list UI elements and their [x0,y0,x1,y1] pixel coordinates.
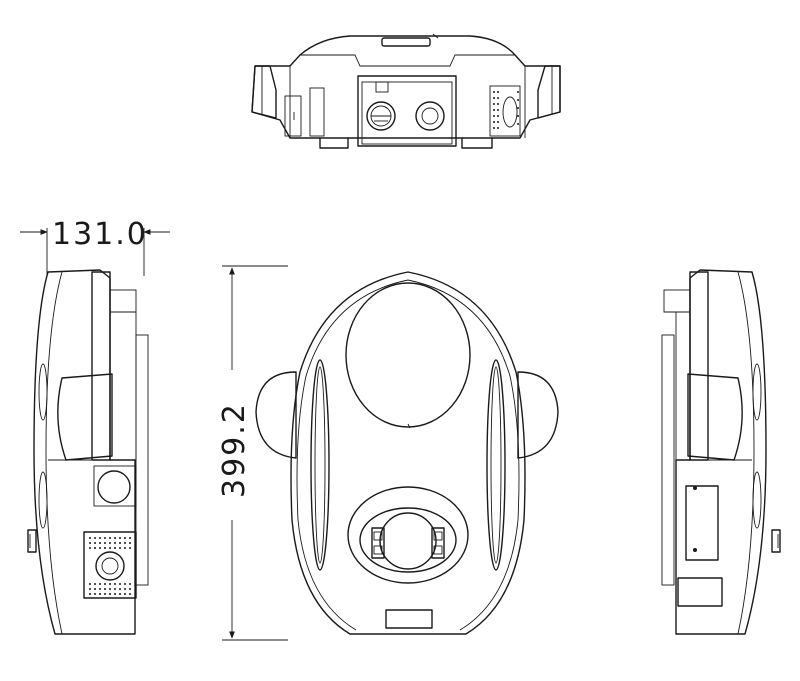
depth-dimension-label: 131.0 [52,217,148,252]
height-dimension: 399.2 [217,265,288,641]
height-dimension-label: 399.2 [217,402,252,498]
front-view [255,271,559,635]
top-view [251,33,561,149]
right-side-view [661,269,781,635]
depth-dimension: 131.0 [20,217,170,276]
left-side-view [27,269,149,635]
